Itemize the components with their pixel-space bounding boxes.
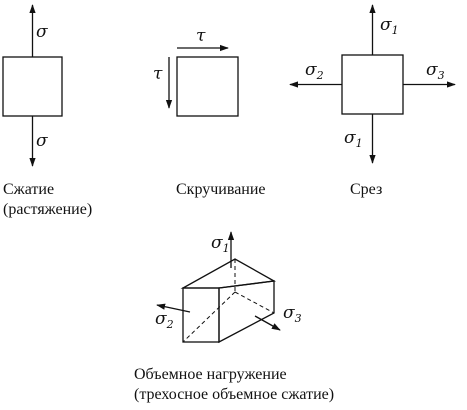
shear-panel <box>289 4 456 164</box>
sigma-bottom-label: σ <box>36 131 48 151</box>
sigma-top-label: σ <box>36 22 48 42</box>
sigma2-volume-label: σ2 <box>155 309 174 331</box>
sigma1-volume-label: σ1 <box>211 233 230 255</box>
sigma3-volume-label: σ3 <box>283 303 302 325</box>
sigma2-label: σ2 <box>305 60 324 82</box>
tau-left-label: τ <box>153 64 163 84</box>
tau-top-label: τ <box>196 26 206 46</box>
compression-element <box>2 56 63 117</box>
shear-element <box>341 54 404 115</box>
caption-volume-line1: Объемное нагружение <box>134 366 287 383</box>
caption-compression-line2: (растяжение) <box>3 201 93 218</box>
caption-volume-line2: (трехосное объемное сжатие) <box>134 386 335 403</box>
caption-compression-line1: Сжатие <box>3 181 55 198</box>
caption-torsion: Скручивание <box>176 181 266 198</box>
box-front-face <box>182 287 220 343</box>
sigma1-bottom-label: σ1 <box>344 128 363 150</box>
caption-shear: Срез <box>350 181 383 198</box>
torsion-element <box>176 56 239 117</box>
sigma1-top-label: σ1 <box>380 15 399 37</box>
volume-panel <box>156 231 281 344</box>
box-right-face <box>218 280 275 344</box>
torsion-panel <box>165 44 239 117</box>
sigma2-volume-arrow <box>156 303 191 313</box>
sigma3-volume-arrow <box>254 315 281 331</box>
sigma3-label: σ3 <box>426 60 445 82</box>
caption-volume: Объемное нагружение (трехосное объемное … <box>134 365 334 405</box>
box-top-face <box>180 258 277 289</box>
compression-panel <box>2 4 63 167</box>
caption-compression: Сжатие (растяжение) <box>3 180 92 220</box>
